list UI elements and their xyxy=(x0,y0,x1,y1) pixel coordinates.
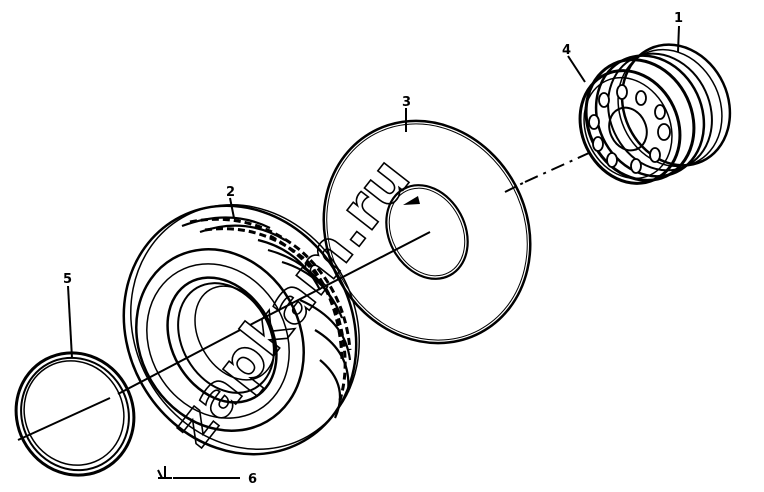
valve xyxy=(157,466,172,479)
tire xyxy=(122,204,360,456)
watermark: zapkam.ru xyxy=(157,145,423,458)
lock-ring xyxy=(14,351,136,477)
hub-nuts xyxy=(588,84,671,174)
callout-4: 4 xyxy=(562,43,571,58)
callout-1: 1 xyxy=(674,11,683,26)
callout-6: 6 xyxy=(248,472,257,487)
rim-flap xyxy=(322,119,532,345)
callout-2: 2 xyxy=(226,185,235,200)
callout-5: 5 xyxy=(63,272,72,287)
leader-lines xyxy=(67,25,680,479)
callout-3: 3 xyxy=(402,95,411,110)
wheel-disc xyxy=(578,43,732,185)
callouts: 1 2 3 4 5 6 xyxy=(63,11,683,487)
